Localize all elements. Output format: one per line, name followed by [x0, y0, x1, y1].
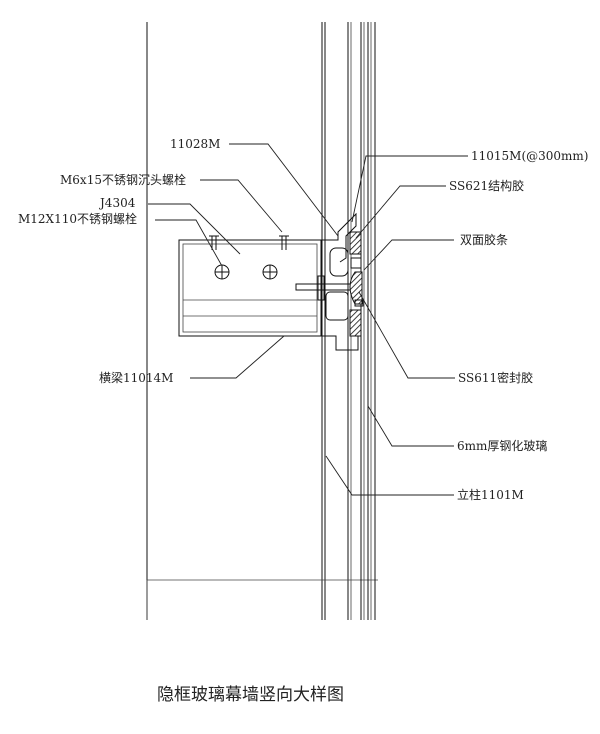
label-11028m: 11028M	[170, 137, 220, 151]
label-tape: 双面胶条	[460, 232, 508, 247]
label-ss621: SS621结构胶	[449, 178, 524, 193]
label-11015m: 11015M(@300mm)	[471, 149, 589, 163]
transom-beam	[178, 235, 322, 337]
callout-labels: 11015M(@300mm) 11028M M6x15不锈钢沉头螺栓 SS621…	[18, 137, 589, 502]
mullion-lines	[146, 22, 378, 620]
bolt-heads	[214, 264, 278, 280]
label-m6-bolt: M6x15不锈钢沉头螺栓	[60, 172, 186, 187]
glass-panes	[360, 22, 376, 620]
label-ss611: SS611密封胶	[458, 370, 533, 385]
connector-bracket	[295, 212, 364, 351]
countersunk-bolts	[209, 235, 289, 250]
label-m12-bolt: M12X110不锈钢螺栓	[18, 211, 137, 226]
leader-lines	[148, 143, 468, 496]
label-transom: 横梁11014M	[99, 370, 173, 385]
label-j4304: J4304	[98, 196, 136, 210]
label-mullion: 立柱1101M	[457, 487, 524, 502]
drawing-caption: 隐框玻璃幕墙竖向大样图	[157, 685, 344, 705]
label-glass: 6mm厚钢化玻璃	[457, 439, 547, 453]
